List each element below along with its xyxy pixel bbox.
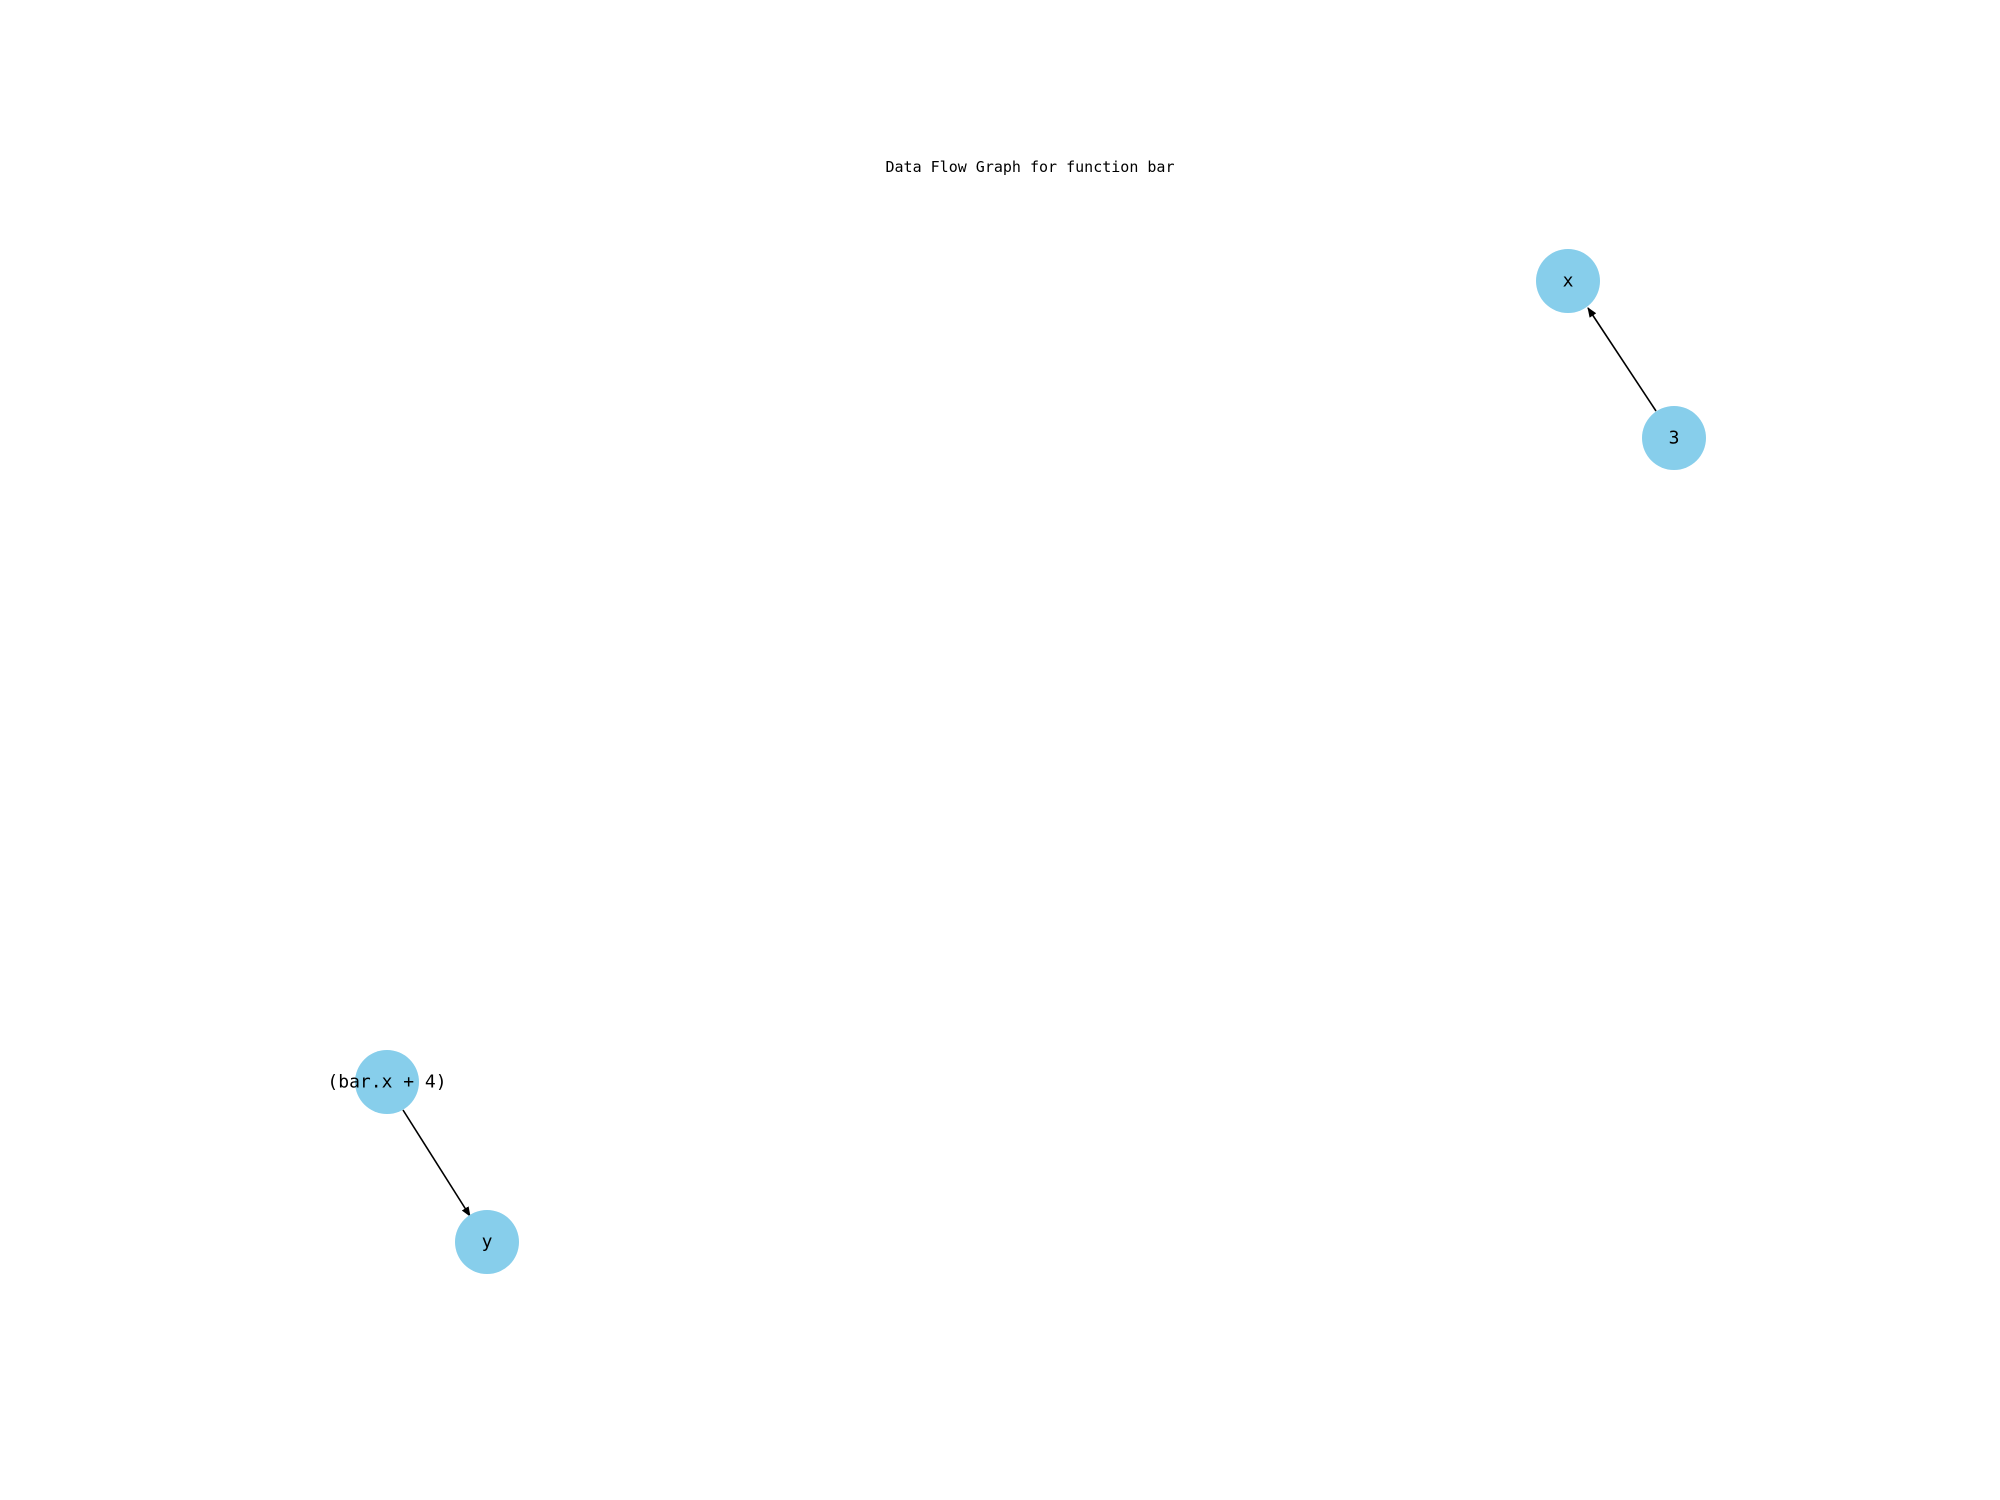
node-circle [455, 1210, 519, 1274]
edge-line [402, 1109, 471, 1217]
graph-title: Data Flow Graph for function bar [886, 158, 1175, 176]
node-circle [355, 1050, 419, 1114]
node-label: (bar.x + 4) [327, 1072, 446, 1093]
node-label: 3 [1669, 428, 1680, 449]
node-3: 3 [1642, 406, 1706, 470]
edge-3-to-x [1587, 307, 1657, 412]
node-label: y [482, 1232, 493, 1253]
node-y: y [455, 1210, 519, 1274]
edge-line [1587, 307, 1657, 412]
node-x: x [1536, 249, 1600, 313]
edge-expr-to-y [402, 1109, 471, 1217]
node-label: x [1563, 271, 1574, 292]
node-circle [1536, 249, 1600, 313]
node-expr: (bar.x + 4) [327, 1050, 447, 1114]
node-circle [1642, 406, 1706, 470]
